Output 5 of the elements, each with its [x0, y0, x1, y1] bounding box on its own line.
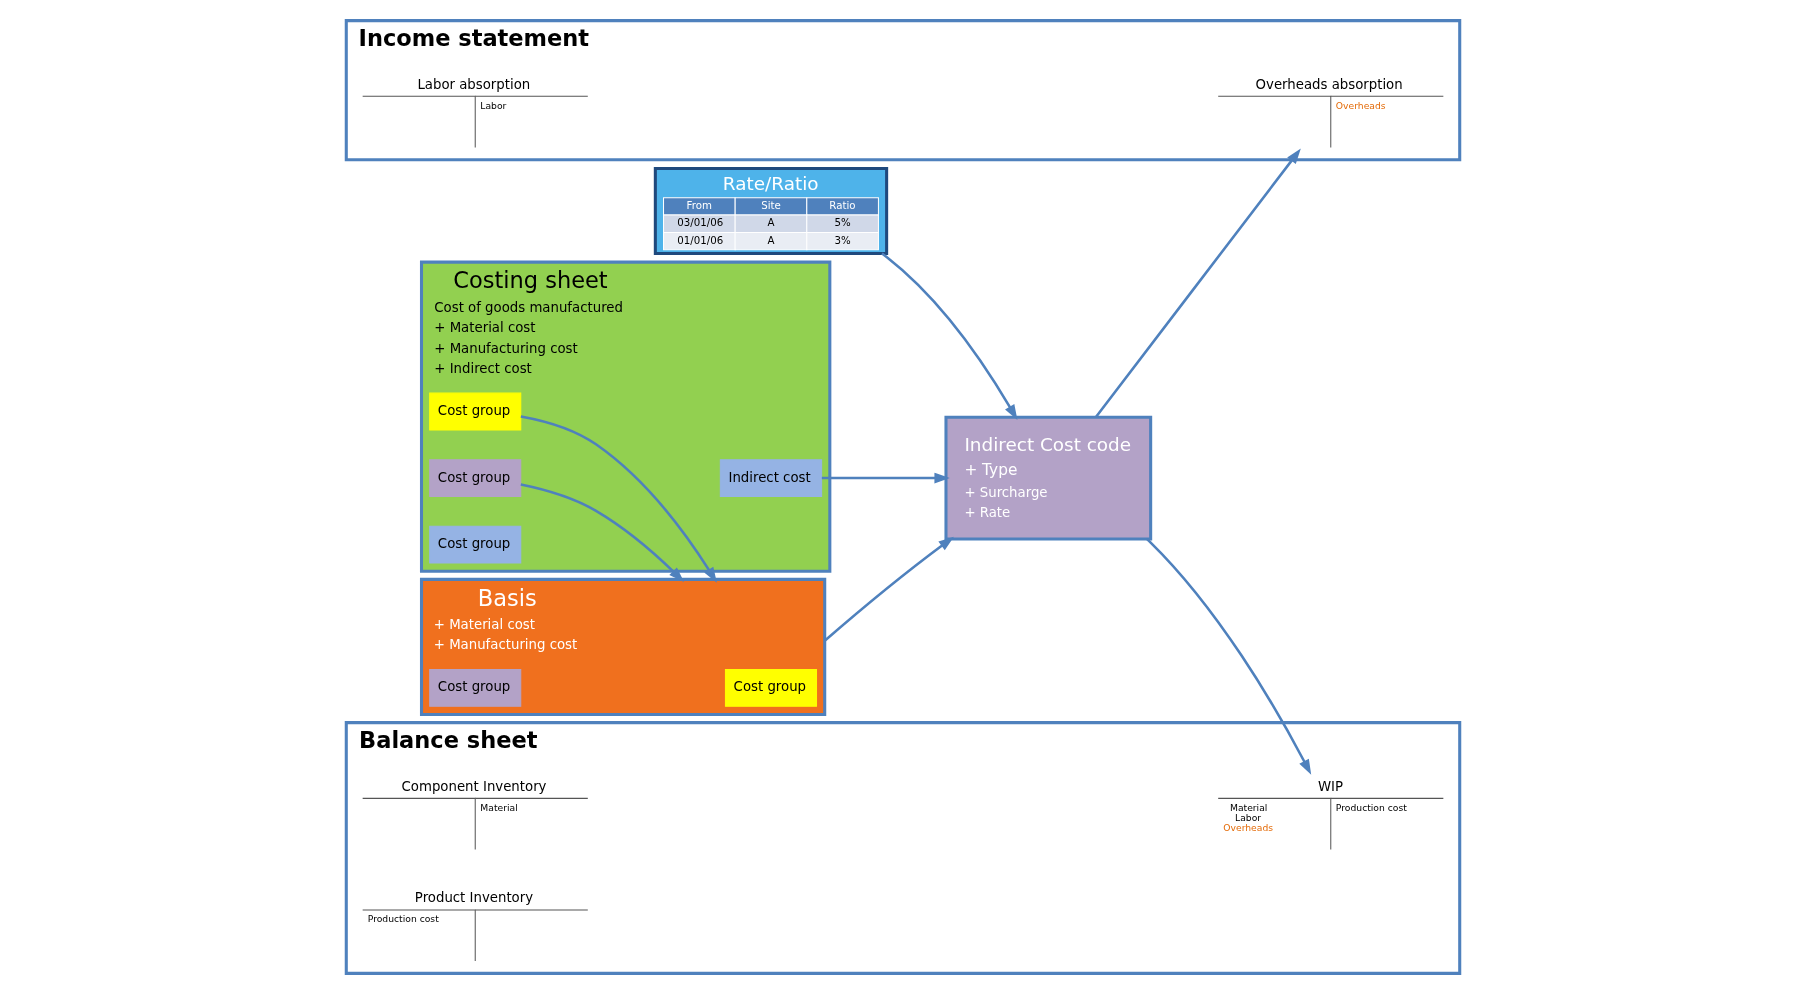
- node-text: Product Inventory Production cost: [367, 890, 534, 925]
- node-text: Component Inventory Material: [401, 778, 547, 813]
- node-text: Labor absorption Labor: [417, 76, 531, 111]
- node-text: Overheads absorption Overheads: [1255, 76, 1403, 111]
- node-text: WIP Material Labor Overheads Production cost: [1223, 778, 1407, 834]
